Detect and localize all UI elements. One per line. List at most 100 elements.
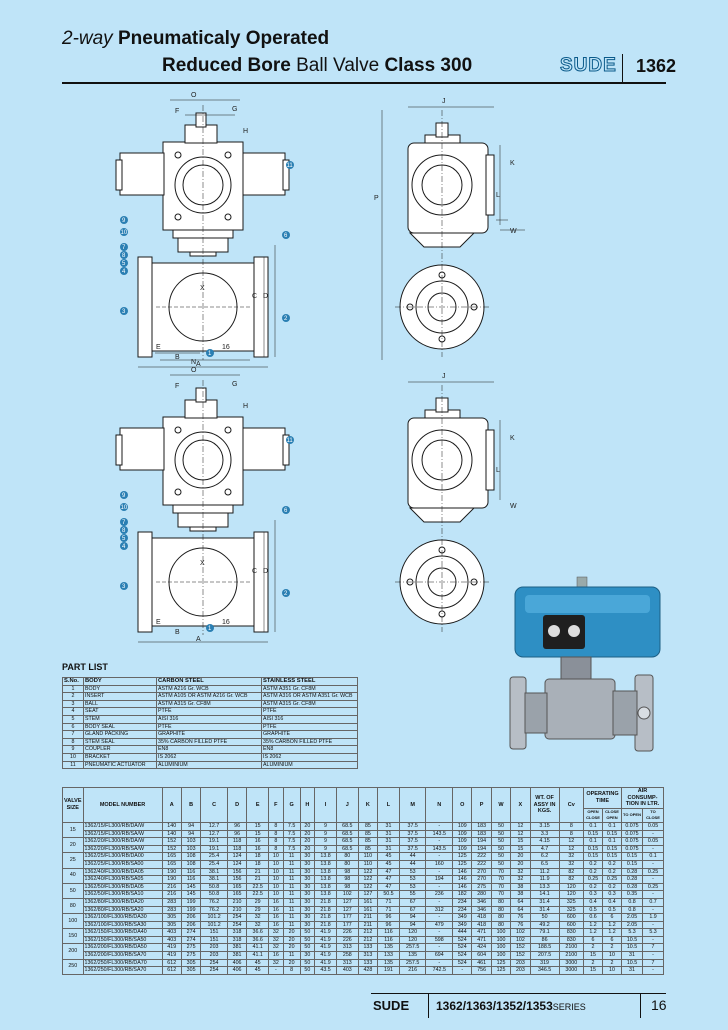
value-cell: 604 (471, 951, 492, 960)
value-cell: 190 (161, 875, 182, 884)
value-cell: 1.9 (642, 913, 664, 922)
value-cell: 318 (226, 935, 248, 945)
part-cell: EN8 (156, 745, 262, 754)
value-cell: 403 (161, 928, 182, 937)
value-cell: 76.2 (200, 897, 228, 907)
value-cell: 125 (452, 859, 473, 869)
value-cell: 30 (299, 905, 316, 915)
col-c: C (200, 787, 228, 823)
value-cell: 118 (226, 837, 248, 846)
value-cell: 151 (200, 935, 228, 945)
dim-c-top: C (252, 293, 257, 300)
dim-w-bottom: W (510, 503, 517, 510)
value-cell: 0.15 (602, 829, 622, 839)
model-number: 1362 (636, 56, 677, 76)
part-cell: BODY SEAL (83, 722, 157, 732)
part-cell: 11 (62, 760, 84, 770)
value-cell: 152 (510, 951, 531, 960)
value-cell: 461 (471, 958, 492, 968)
value-cell: 85 (357, 821, 379, 831)
value-cell: 3.3 (529, 829, 560, 839)
value-cell: 0.2 (583, 882, 603, 892)
value-cell: 50 (490, 837, 512, 846)
value-cell: 18 (246, 859, 270, 869)
part-cell: EN8 (261, 745, 358, 754)
value-cell: 143.5 (425, 844, 454, 854)
col-w: W (490, 787, 512, 823)
col-k: K (357, 787, 379, 823)
value-cell: 37.5 (398, 837, 427, 846)
value-cell: 325 (558, 905, 585, 915)
part-cell: STEM SEAL (83, 737, 157, 747)
value-cell: 1.2 (583, 928, 603, 937)
value-cell: 45 (246, 958, 270, 968)
model-cell: 1362/25/FL300/RB/DA00 (82, 852, 163, 861)
value-cell: - (425, 958, 454, 968)
value-cell: 15 (583, 966, 603, 975)
value-cell: 12.7 (200, 829, 228, 839)
value-cell: 50 (529, 913, 560, 922)
value-cell: 30 (299, 951, 316, 960)
dim-k-bottom: K (510, 435, 515, 442)
model-cell: 1362/100/FL300/RB/SA30 (82, 920, 163, 930)
col-o: O (452, 787, 473, 823)
value-cell: 183 (471, 829, 492, 839)
value-cell: - (425, 867, 454, 877)
value-cell: 600 (558, 913, 585, 922)
badge-2-b: 2 (284, 591, 288, 597)
value-cell: 96 (377, 913, 400, 922)
value-cell: 305 (180, 966, 202, 975)
part-list-table: S.No. BODY CARBON STEEL STAINLESS STEEL … (62, 677, 358, 770)
value-cell: - (642, 859, 664, 869)
bottom-side-view (394, 384, 495, 633)
value-cell: 22.5 (246, 882, 270, 892)
dim-h-bottom: H (243, 403, 248, 410)
col-air-sub: TO CLOSE (642, 807, 664, 823)
value-cell: 0.28 (621, 867, 643, 877)
value-cell: 79.1 (529, 928, 560, 937)
value-cell: 67 (398, 905, 427, 915)
value-cell: 234 (452, 897, 473, 907)
value-cell: 226 (335, 928, 359, 937)
value-cell: 177 (335, 920, 359, 930)
value-cell: 8 (268, 844, 284, 854)
value-cell: 182 (452, 890, 473, 899)
value-cell: 0.15 (583, 829, 603, 839)
part-cell: ASTM A315 Gr. CF8M (261, 699, 358, 709)
value-cell: 32 (510, 875, 531, 884)
part-cell: BRACKET (83, 752, 157, 762)
footer-rule (371, 993, 666, 994)
value-cell: 12 (558, 844, 585, 854)
value-cell: 146 (452, 875, 473, 884)
bottom-front-view (115, 379, 290, 636)
value-cell: 10 (268, 882, 284, 892)
value-cell: 101.2 (200, 920, 228, 930)
value-cell: 12 (558, 837, 585, 846)
value-cell: 152 (161, 844, 182, 854)
value-cell: 127 (335, 897, 359, 907)
value-cell: 7.5 (282, 829, 301, 839)
value-cell: 0.4 (602, 897, 622, 907)
badge-4-b: 4 (122, 544, 126, 550)
footer-divider-1 (428, 994, 429, 1018)
value-cell: 0.4 (583, 897, 603, 907)
value-cell: 67 (398, 897, 427, 907)
value-cell: 212 (357, 935, 379, 945)
value-cell: - (642, 951, 664, 960)
value-cell: 70 (490, 867, 512, 877)
value-cell: 32 (246, 920, 270, 930)
value-cell: - (642, 875, 664, 884)
value-cell: 31.4 (529, 905, 560, 915)
badge-6-b: 6 (284, 508, 288, 514)
value-cell: 12 (510, 829, 531, 839)
value-cell: 21.8 (314, 913, 337, 922)
value-cell: 100 (490, 951, 512, 960)
value-cell: 110 (357, 859, 379, 869)
value-cell: 2.05 (621, 920, 643, 930)
value-cell: 37.5 (398, 829, 427, 839)
value-cell: 177 (335, 913, 359, 922)
